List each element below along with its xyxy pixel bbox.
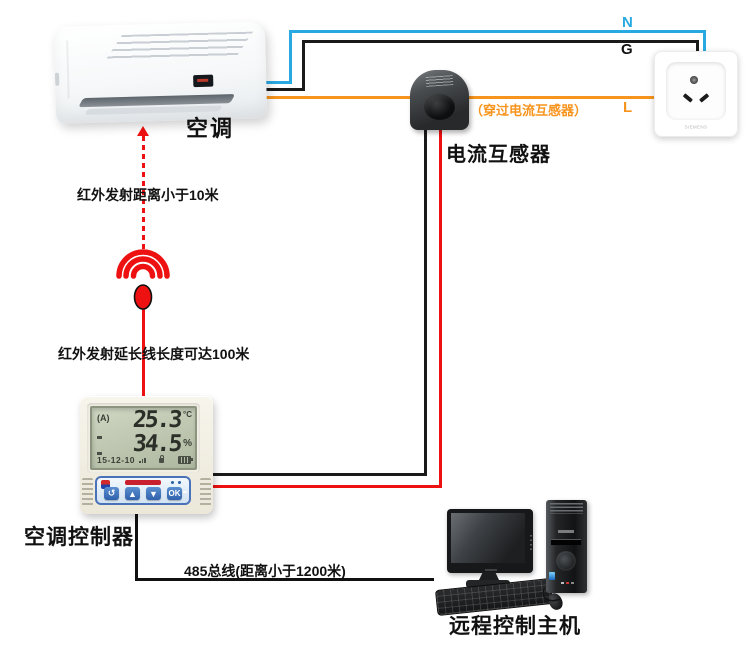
keypad-buttons: ↺ ▲ ▼ OK	[97, 487, 189, 500]
tower-badge-icon	[549, 572, 555, 580]
wire-l-segment	[258, 96, 690, 99]
monitor-buttons	[529, 535, 532, 553]
keypad-led	[178, 481, 181, 484]
host-label: 远程控制主机	[449, 615, 581, 638]
battery-icon	[178, 456, 193, 464]
wire-g-segment	[302, 40, 699, 43]
lcd-status-row: 15-12-10	[97, 454, 193, 465]
wire-n-segment	[258, 81, 292, 84]
ct-red-lead	[213, 485, 442, 488]
controller-keypad: ↺ ▲ ▼ OK	[95, 476, 191, 505]
ct-spec-text	[425, 75, 454, 87]
bus-485-line	[135, 578, 434, 581]
wire-l-label: L	[623, 99, 633, 116]
ac-side-button	[54, 72, 60, 86]
lcd-temp-unit: °C	[183, 410, 192, 419]
keypad-led	[171, 481, 174, 484]
ir-extension-line	[142, 306, 145, 399]
down-button[interactable]: ▼	[146, 487, 161, 500]
lcd-date: 15-12-10	[97, 455, 136, 465]
ac-label: 空调	[186, 116, 235, 141]
ct-label: 电流互感器	[446, 144, 551, 166]
lcd-indicator-mark	[97, 452, 102, 455]
ir-distance-note: 红外发射距离小于10米	[77, 187, 219, 203]
wire-n-label: N	[622, 14, 633, 31]
monitor	[447, 509, 533, 573]
keypad-red-bar	[125, 480, 161, 485]
ir-emitter-icon	[116, 249, 170, 310]
pc-tower	[546, 500, 587, 593]
ir-arrowhead	[137, 126, 149, 136]
wire-g-segment	[258, 88, 305, 91]
socket-brand: SIEMENS	[684, 125, 708, 130]
ct-hole	[424, 94, 455, 120]
lcd-screen: (A) 25.3 °C 34.5 % 15-12-10	[90, 406, 197, 470]
wall-socket: SIEMENS	[654, 51, 738, 137]
bus-485-line	[135, 512, 138, 581]
current-transformer	[410, 70, 469, 130]
tower-lights	[561, 581, 575, 584]
ct-black-lead	[424, 124, 427, 476]
socket-face	[666, 62, 726, 120]
up-button[interactable]: ▲	[125, 487, 140, 500]
controller-vent-right	[200, 478, 211, 506]
wire-g-label: G	[621, 41, 633, 58]
ac-vent-slats	[104, 31, 253, 62]
mouse-cable	[542, 588, 561, 602]
tower-vents	[550, 503, 583, 514]
wire-n-segment	[289, 30, 292, 84]
monitor-stand	[478, 572, 500, 582]
controller-label: 空调控制器	[24, 526, 134, 549]
ac-display	[193, 74, 214, 88]
signal-icon	[139, 457, 147, 463]
ir-extension-note: 红外发射延长线长度可达100米	[58, 346, 250, 362]
ac-seam	[66, 40, 70, 99]
ct-black-lead	[213, 473, 427, 476]
lcd-humidity-unit: %	[183, 438, 192, 449]
monitor-brand	[485, 569, 497, 571]
ir-dashed-line	[142, 136, 145, 252]
lcd-mode-indicator: (A)	[97, 413, 110, 423]
lcd-frame: (A) 25.3 °C 34.5 % 15-12-10	[87, 403, 200, 473]
lcd-humidity: 34.5	[131, 431, 182, 457]
monitor-screen	[451, 513, 525, 563]
controller-vent-left	[82, 478, 93, 506]
ac-controller: (A) 25.3 °C 34.5 % 15-12-10	[80, 396, 213, 514]
tower-drive-bay	[551, 539, 581, 545]
lcd-temperature: 25.3	[131, 407, 182, 433]
lock-icon	[159, 454, 165, 463]
tower-fan-grille	[556, 551, 576, 571]
tower-brand	[558, 530, 574, 533]
bus-label: 485总线(距离小于1200米)	[184, 563, 346, 579]
air-conditioner	[53, 21, 268, 124]
ct-red-lead	[439, 124, 442, 488]
ct-pass-note: （穿过电流互感器）	[470, 103, 588, 118]
back-button[interactable]: ↺	[104, 487, 119, 500]
socket-ground-hole	[690, 76, 698, 84]
ok-button[interactable]: OK	[167, 487, 182, 500]
wire-g-segment	[302, 40, 305, 91]
lcd-indicator-mark	[97, 436, 102, 439]
wire-n-segment	[289, 30, 706, 33]
keypad-tag	[183, 491, 187, 493]
brand-logo-icon	[101, 480, 110, 489]
